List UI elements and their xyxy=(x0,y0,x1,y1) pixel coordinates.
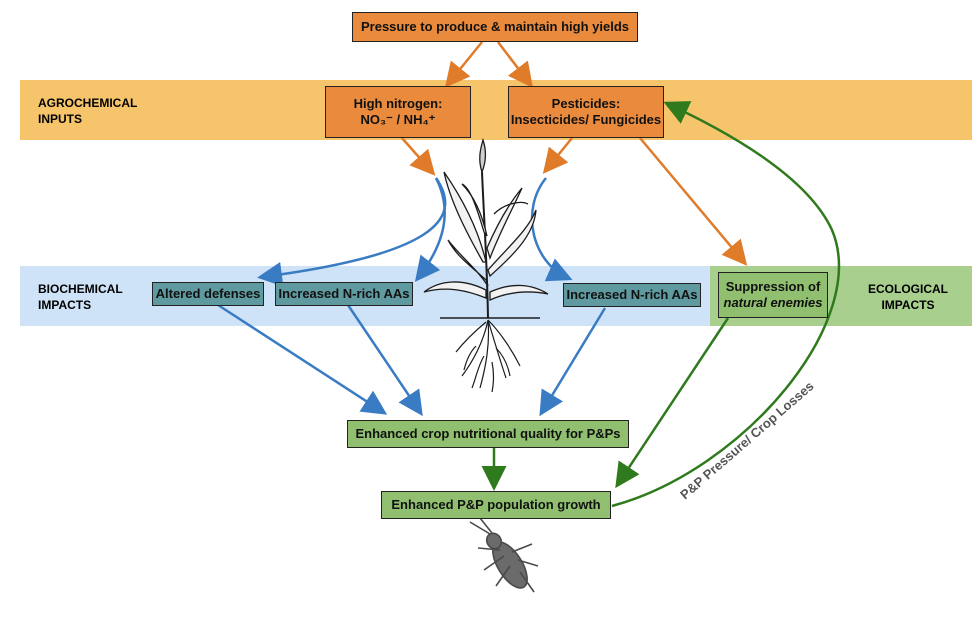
arrow-pressure-to-nitrogen xyxy=(444,41,483,88)
high-nitrogen-line1: High nitrogen: xyxy=(353,96,443,111)
arrow-nrich-right-to-quality xyxy=(539,307,607,417)
altered-defenses-label: Altered defenses xyxy=(155,286,261,301)
population-growth-label: Enhanced P&P population growth xyxy=(391,497,601,512)
n-rich-aas-right-label: Increased N-rich AAs xyxy=(566,287,698,302)
biochemical-label: BIOCHEMICAL IMPACTS xyxy=(38,282,123,312)
high-nitrogen-line2: NO₃⁻ / NH₄⁺ xyxy=(360,112,436,127)
altered-defenses-box: Altered defenses xyxy=(152,282,264,306)
arrow-pesticides-to-suppression xyxy=(639,137,748,266)
population-growth-box: Enhanced P&P population growth xyxy=(381,491,611,519)
nutritional-quality-label: Enhanced crop nutritional quality for P&… xyxy=(355,426,621,441)
arrow-nrich-left-to-quality xyxy=(346,304,423,417)
n-rich-aas-right-box: Increased N-rich AAs xyxy=(563,283,701,307)
n-rich-aas-left-label: Increased N-rich AAs xyxy=(278,286,410,301)
arrow-nitrogen-to-plant xyxy=(401,137,436,176)
arrow-pesticides-to-nrich-right xyxy=(530,177,573,282)
arrow-pressure-to-pesticides xyxy=(497,41,534,88)
feedback-label: P&P Pressure/ Crop Losses xyxy=(677,378,816,502)
pressure-title-box: Pressure to produce & maintain high yiel… xyxy=(352,12,638,42)
arrow-feedback-to-pesticides xyxy=(611,101,841,508)
pressure-title: Pressure to produce & maintain high yiel… xyxy=(360,19,629,34)
n-rich-aas-left-box: Increased N-rich AAs xyxy=(275,282,413,306)
arrow-suppression-to-growth xyxy=(615,317,730,489)
pesticides-box: Pesticides: Insecticides/ Fungicides xyxy=(508,86,664,138)
insect-pest-icon xyxy=(469,517,539,593)
suppression-line1: Suppression of xyxy=(725,279,821,294)
arrow-nitrogen-to-nrich-left xyxy=(414,177,446,282)
plant-roots xyxy=(455,319,521,393)
arrow-nitrogen-to-altered-defenses xyxy=(257,177,447,287)
suppression-line2: natural enemies xyxy=(723,295,823,310)
ecological-label: ECOLOGICAL IMPACTS xyxy=(868,282,948,312)
nutritional-quality-box: Enhanced crop nutritional quality for P&… xyxy=(347,420,629,448)
agrochemical-band xyxy=(20,80,972,140)
agrochemical-label: AGROCHEMICAL INPUTS xyxy=(38,96,138,126)
wheat-plant-icon xyxy=(423,137,549,319)
arrow-pesticides-to-plant xyxy=(542,137,573,174)
arrow-defenses-to-quality xyxy=(217,303,388,415)
suppression-box: Suppression of natural enemies xyxy=(718,272,828,318)
pesticides-line1: Pesticides: xyxy=(551,96,621,111)
high-nitrogen-box: High nitrogen: NO₃⁻ / NH₄⁺ xyxy=(325,86,471,138)
pesticides-line2: Insecticides/ Fungicides xyxy=(510,112,662,127)
